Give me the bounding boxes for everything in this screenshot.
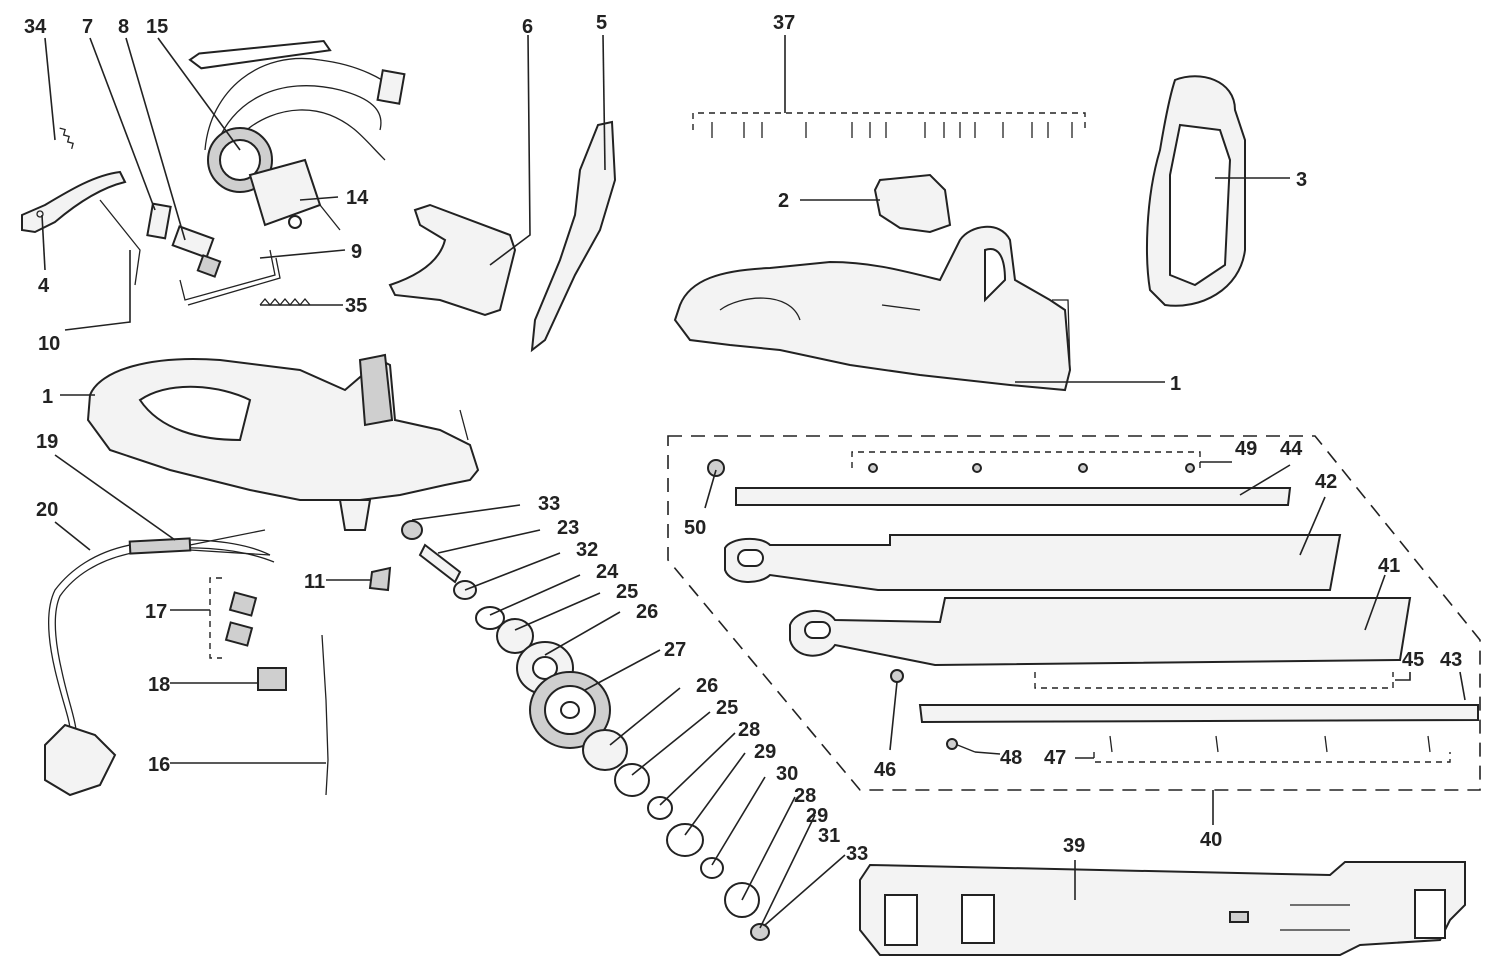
part-47-bolts [1109,735,1431,753]
label-44: 44 [1280,438,1303,460]
label-15: 15 [146,16,168,38]
label-1-right: 1 [1170,373,1181,395]
part-34-spring [59,127,74,150]
label-34: 34 [24,16,47,38]
part-3-handle [1146,75,1246,307]
label-29-bottom: 29 [806,805,828,827]
part-46-nut [890,669,904,683]
part-35-spring [259,297,311,307]
part-37-screws [692,112,1086,138]
label-26-bottom: 26 [696,675,718,697]
part-16-cable-tie [321,634,329,796]
label-25-top: 25 [616,581,638,603]
part-44-top-bar [735,487,1292,506]
part-10-rod [99,199,141,286]
label-3: 3 [1296,169,1307,191]
leader-lines [41,34,1466,929]
part-5-plate [530,120,617,353]
callout-labels: 34 7 8 15 14 4 9 35 10 6 5 37 2 3 1 1 19… [24,12,1462,865]
part-11-clip [368,566,392,592]
label-33-bottom: 33 [846,843,868,865]
label-48: 48 [1000,747,1022,769]
label-43: 43 [1440,649,1462,671]
part-39-blade-cover [859,861,1466,956]
part-41-lower-blade [789,597,1412,667]
part-42-upper-blade [724,534,1342,591]
label-27: 27 [664,639,686,661]
label-33-top: 33 [538,493,560,515]
part-18-connector [257,667,287,691]
part-1-housing-right [673,225,1072,392]
part-49-nuts [868,463,1195,473]
label-16: 16 [148,754,170,776]
label-19: 19 [36,431,58,453]
part-6-guard [388,203,517,317]
part-43-bottom-bar [918,704,1479,724]
label-4: 4 [38,275,50,297]
label-39: 39 [1063,835,1085,857]
label-28-top: 28 [738,719,760,741]
label-20: 20 [36,499,58,521]
label-49: 49 [1235,438,1257,460]
part-48-bolt [946,738,976,753]
label-30: 30 [776,763,798,785]
label-2: 2 [778,190,789,212]
label-14: 14 [346,187,369,209]
part-50-nut [707,459,725,477]
label-6: 6 [522,16,533,38]
label-7: 7 [82,16,93,38]
label-47: 47 [1044,747,1066,769]
label-40: 40 [1200,829,1222,851]
label-37: 37 [773,12,795,34]
label-28-bottom: 28 [794,785,816,807]
label-5: 5 [596,12,607,34]
part-4-switch-lever [21,170,127,234]
label-31: 31 [818,825,840,847]
label-50: 50 [684,517,706,539]
label-46: 46 [874,759,896,781]
part-8-switch [171,225,222,278]
label-24: 24 [596,561,619,583]
part-9-bracket [179,249,281,306]
blade-assembly-outline [667,435,1481,791]
label-26-top: 26 [636,601,658,623]
label-11: 11 [304,571,325,593]
part-17-capacitors [209,577,258,659]
label-17: 17 [145,601,167,623]
label-25-bottom: 25 [716,697,738,719]
part-7-switch [146,202,172,240]
label-29-top: 29 [754,741,776,763]
label-45: 45 [1402,649,1424,671]
part-gearbox-stack [401,520,770,941]
part-1-housing-left [86,353,480,531]
label-42: 42 [1315,471,1337,493]
label-32: 32 [576,539,598,561]
label-23: 23 [557,517,579,539]
label-18: 18 [148,674,170,696]
part-14-15-motor [188,39,406,231]
part-19-20-cable-plug [44,529,275,797]
label-9: 9 [351,241,362,263]
label-10: 10 [38,333,60,355]
label-8: 8 [118,16,129,38]
label-1-left: 1 [42,386,53,408]
label-41: 41 [1378,555,1400,577]
label-35: 35 [345,295,367,317]
part-2-cap [873,173,952,234]
